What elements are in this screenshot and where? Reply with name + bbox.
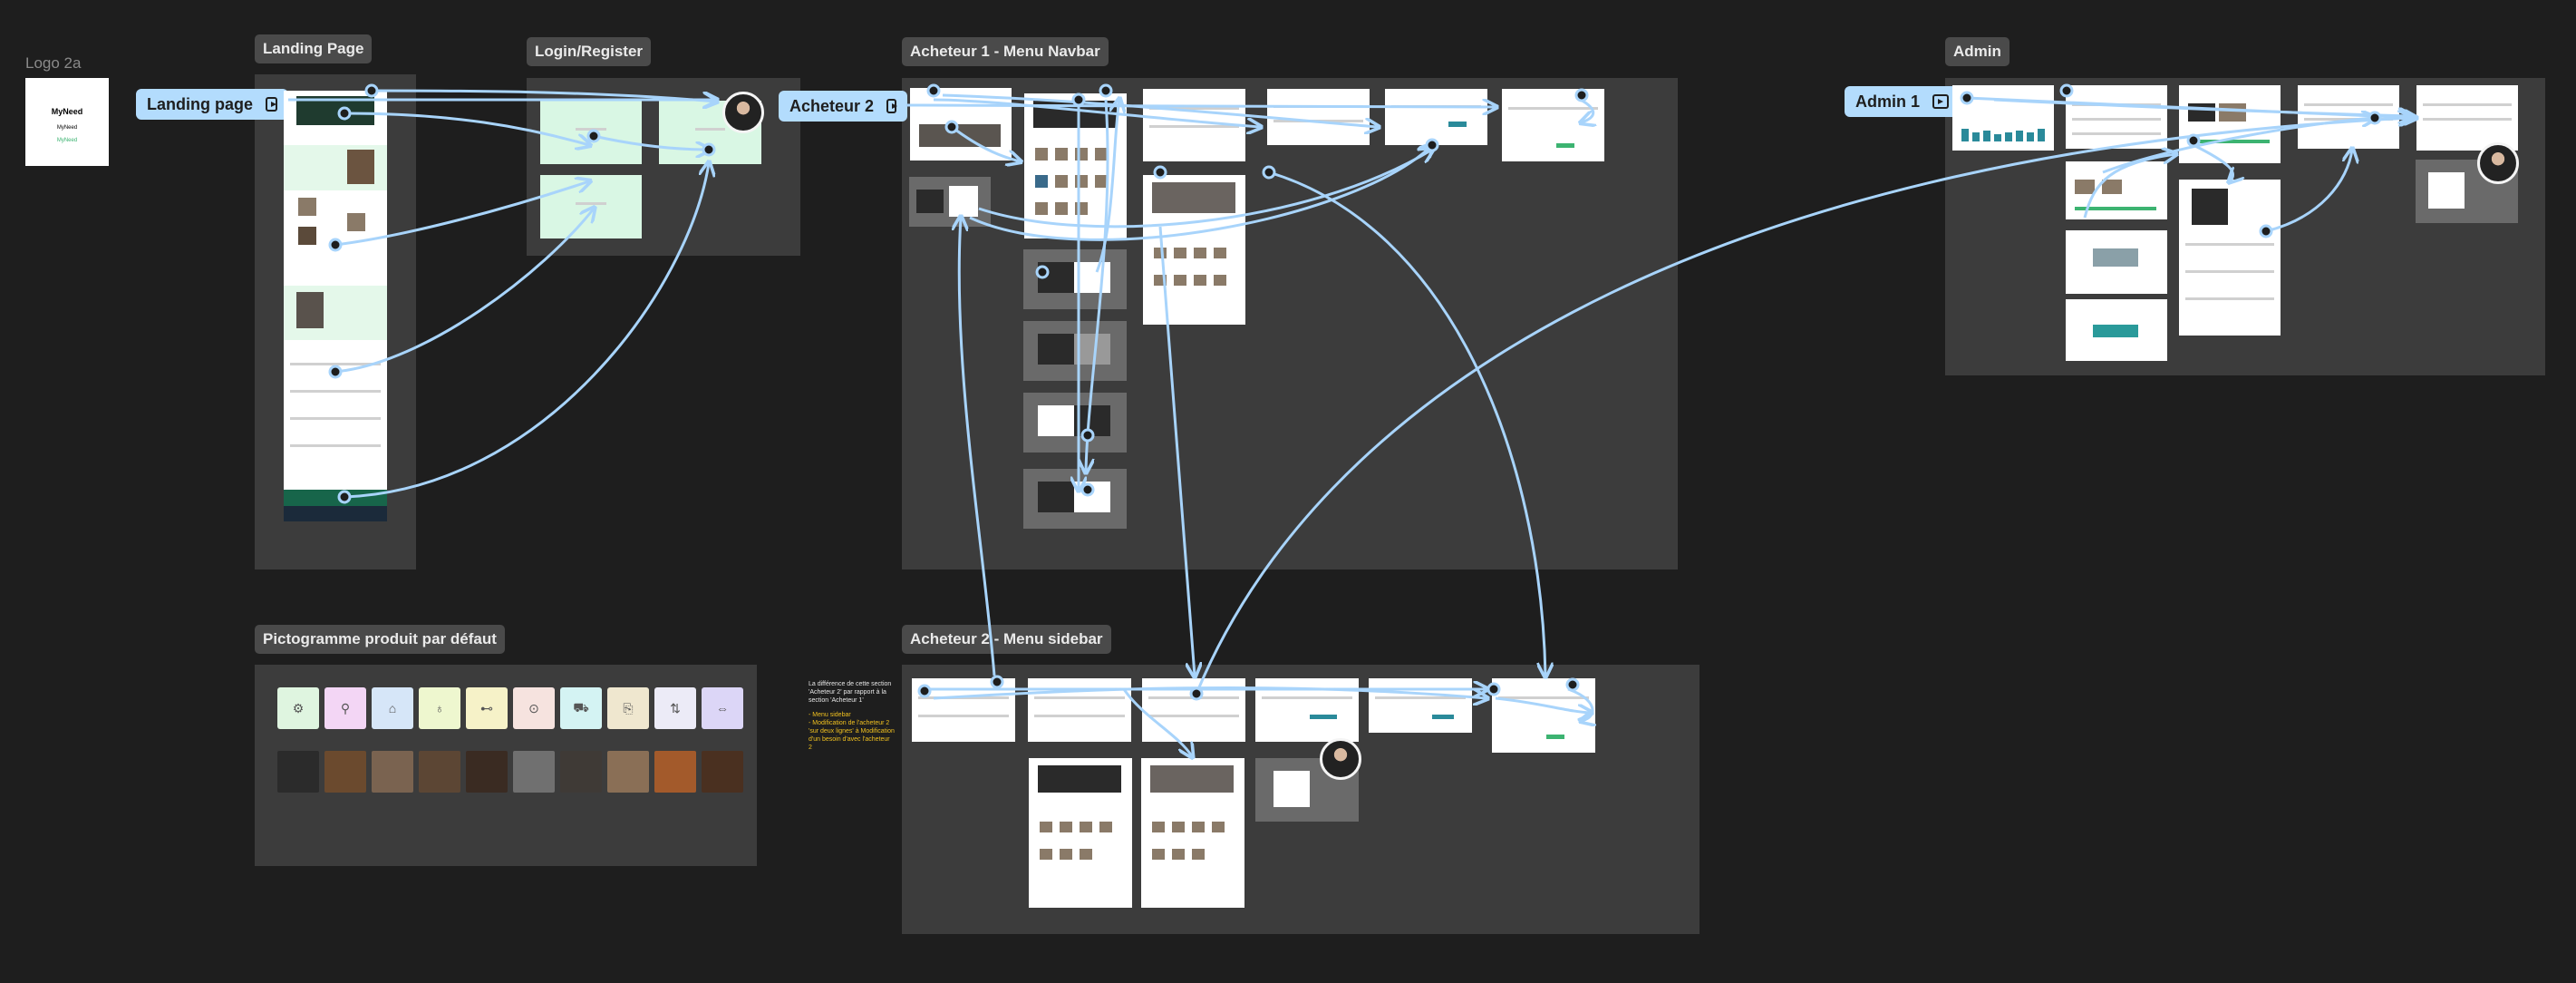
logo-frame[interactable]: MyNeed MyNeed MyNeed xyxy=(25,78,109,166)
buyer1-modal-3[interactable] xyxy=(1023,393,1127,453)
buyer2-messages-frame[interactable] xyxy=(1255,678,1359,742)
buyer2-home-frame[interactable] xyxy=(912,678,1015,742)
landing-page-frame[interactable] xyxy=(284,91,387,521)
admin-products-frame[interactable] xyxy=(2179,85,2281,163)
landing-section-title[interactable]: Landing Page xyxy=(255,34,373,63)
logo-line3: MyNeed xyxy=(56,138,78,143)
buyer2-detail-frame[interactable] xyxy=(1142,678,1245,742)
admin-detail-frame-1[interactable] xyxy=(2066,161,2167,219)
buyer1-needs-frame[interactable] xyxy=(1024,93,1127,238)
buyer1-menu-frame[interactable] xyxy=(909,177,991,227)
collaborator-avatar[interactable] xyxy=(2477,142,2519,184)
default-pictogram-icon[interactable]: ⌂ xyxy=(372,687,413,729)
buyer1-home-frame[interactable] xyxy=(910,88,1012,161)
buyer1-profile-frame[interactable] xyxy=(1385,89,1487,145)
buyer1-settings-frame[interactable] xyxy=(1502,89,1604,161)
default-product-photo[interactable] xyxy=(324,751,366,793)
admin-users-frame[interactable] xyxy=(2066,85,2167,149)
default-pictogram-icon[interactable]: ⛟ xyxy=(560,687,602,729)
buyer1-products-frame[interactable] xyxy=(1143,175,1245,325)
buyer1-modal-1[interactable] xyxy=(1023,249,1127,309)
default-pictogram-icon[interactable]: ⊷ xyxy=(466,687,508,729)
admin-needs-frame[interactable] xyxy=(2298,85,2399,149)
flow-start-admin1-label: Admin 1 xyxy=(1855,92,1921,111)
buyer2-needs-frame[interactable] xyxy=(1028,678,1131,742)
buyer1-modal-2[interactable] xyxy=(1023,321,1127,381)
default-product-photo[interactable] xyxy=(277,751,319,793)
default-product-photo[interactable] xyxy=(513,751,555,793)
default-product-photo[interactable] xyxy=(702,751,743,793)
admin-product-detail-frame[interactable] xyxy=(2179,180,2281,336)
buyer2-profile-frame[interactable] xyxy=(1369,678,1472,733)
default-pictogram-icon[interactable]: ⎘ xyxy=(607,687,649,729)
play-frame-icon xyxy=(1932,94,1950,109)
default-pictogram-icon[interactable]: ⚲ xyxy=(324,687,366,729)
buyer2-catalog-frame[interactable] xyxy=(1141,758,1244,908)
play-frame-icon xyxy=(886,99,897,113)
logo-brand: MyNeed xyxy=(51,107,83,116)
default-pictogram-icon[interactable]: ⇅ xyxy=(654,687,696,729)
note-difference-text: La différence de cette section 'Acheteur… xyxy=(809,681,892,704)
collaborator-avatar[interactable] xyxy=(1320,738,1361,780)
admin-detail-frame-3[interactable] xyxy=(2066,299,2167,361)
default-pictogram-icon[interactable]: ⇔ xyxy=(702,687,743,729)
default-product-photo[interactable] xyxy=(654,751,696,793)
flow-start-buyer2-label: Acheteur 2 xyxy=(789,96,875,115)
collaborator-avatar[interactable] xyxy=(722,92,764,133)
admin-section-title[interactable]: Admin xyxy=(1945,37,2009,66)
logo-line2: MyNeed xyxy=(56,125,78,131)
login-section-title[interactable]: Login/Register xyxy=(527,37,652,66)
buyer2-products-frame[interactable] xyxy=(1029,758,1132,908)
note-changes-text: - Menu sidebar - Modification de l'achet… xyxy=(809,712,895,751)
buyer1-detail-frame[interactable] xyxy=(1143,89,1245,161)
flow-start-landing-label: Landing page xyxy=(147,94,253,113)
buyer2-section-title[interactable]: Acheteur 2 - Menu sidebar xyxy=(902,625,1111,654)
default-pictogram-icon[interactable]: ⊙ xyxy=(513,687,555,729)
buyer1-section-title[interactable]: Acheteur 1 - Menu Navbar xyxy=(902,37,1109,66)
default-product-photo[interactable] xyxy=(560,751,602,793)
admin-detail-frame-2[interactable] xyxy=(2066,230,2167,294)
login-frame[interactable] xyxy=(540,101,642,164)
flow-start-admin1[interactable]: Admin 1 xyxy=(1845,86,1962,117)
pictogram-section-title[interactable]: Pictogramme produit par défaut xyxy=(255,625,505,654)
default-product-photo[interactable] xyxy=(419,751,460,793)
buyer2-settings-frame[interactable] xyxy=(1492,678,1595,753)
default-product-photo[interactable] xyxy=(607,751,649,793)
flow-start-landing[interactable]: Landing page xyxy=(136,89,288,120)
flow-start-buyer2[interactable]: Acheteur 2 xyxy=(779,91,907,122)
logo-label: Logo 2a xyxy=(25,54,82,72)
admin-settings-frame[interactable] xyxy=(2416,85,2518,151)
forgot-password-frame[interactable] xyxy=(540,175,642,238)
buyer1-messages-frame[interactable] xyxy=(1267,89,1370,145)
buyer1-modal-4[interactable] xyxy=(1023,469,1127,529)
default-product-photo[interactable] xyxy=(466,751,508,793)
default-product-photo[interactable] xyxy=(372,751,413,793)
default-pictogram-icon[interactable]: ♁ xyxy=(419,687,460,729)
admin-dashboard-frame[interactable] xyxy=(1952,85,2054,151)
default-pictogram-icon[interactable]: ⚙ xyxy=(277,687,319,729)
play-frame-icon xyxy=(266,97,277,112)
